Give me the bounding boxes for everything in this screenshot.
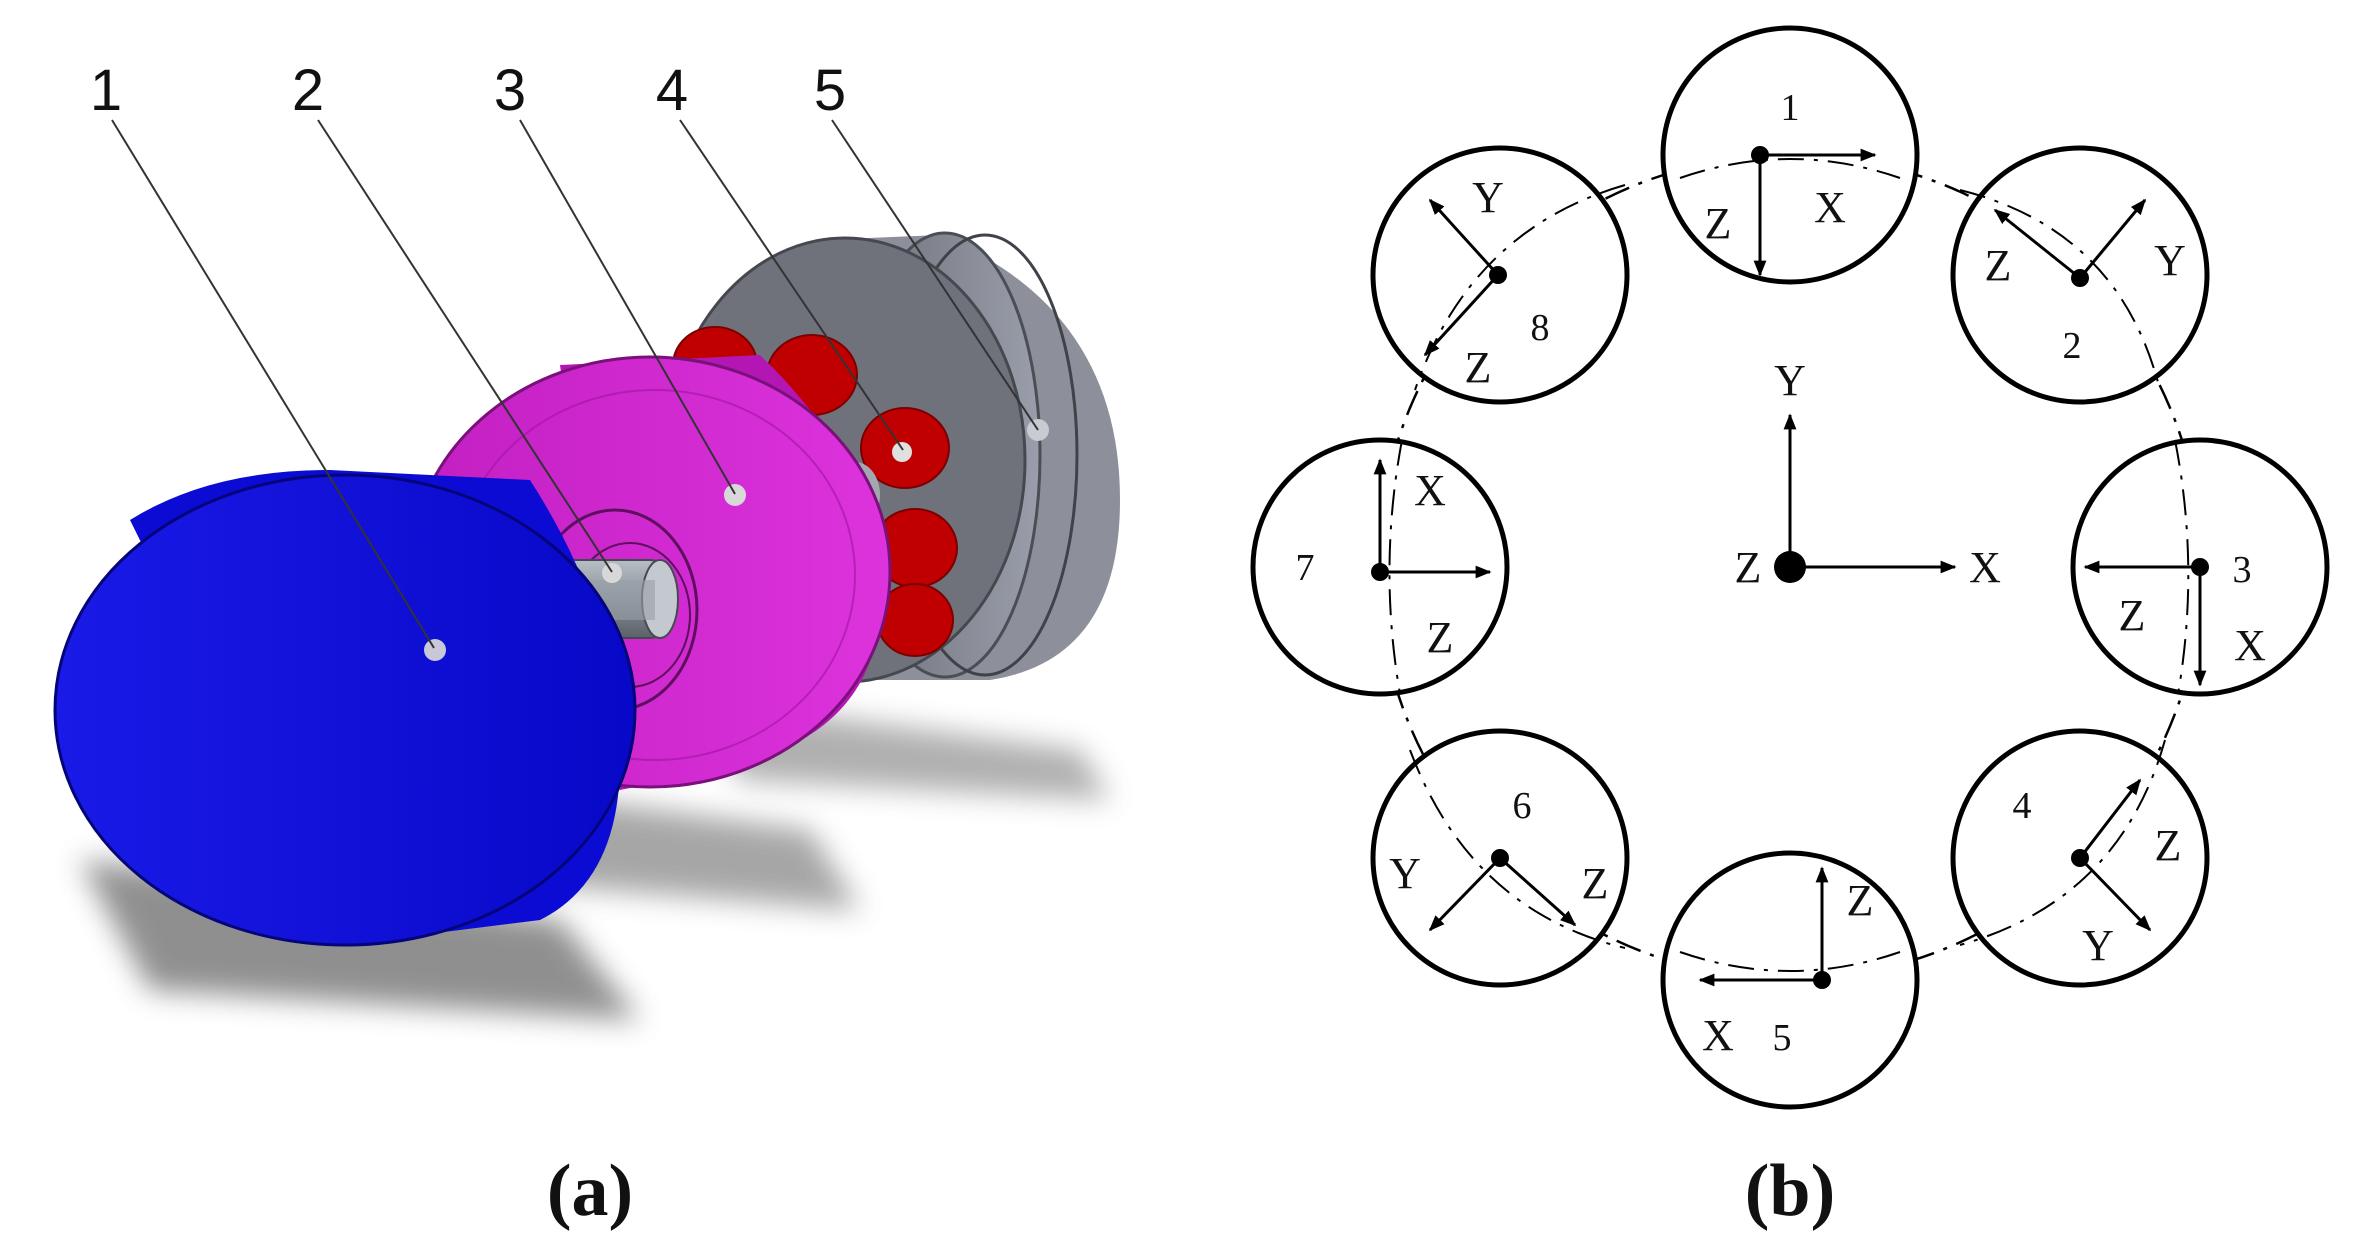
sensor-2: Z Y 2 bbox=[1950, 145, 2210, 405]
exploded-assembly-panel: 1 2 3 4 5 (a) bbox=[53, 58, 1120, 1232]
panel-label-a: (a) bbox=[547, 1150, 633, 1232]
center-y-label: Y bbox=[1774, 356, 1806, 405]
sensor-2-z-label: Z bbox=[1985, 241, 2012, 290]
sensor-1-id: 1 bbox=[1781, 87, 1800, 129]
sensor-6-y-label: Y bbox=[1389, 849, 1421, 898]
callout-leaders bbox=[111, 119, 1039, 649]
callout-3: 3 bbox=[494, 58, 526, 123]
sensor-5-x-label: X bbox=[1702, 1011, 1734, 1060]
callout-4: 4 bbox=[656, 58, 688, 123]
sensor-1: 1 X Z bbox=[1660, 25, 1920, 285]
sensor-8-z-arrow bbox=[1423, 273, 1500, 357]
sensor-4: 4 Z Y bbox=[1950, 728, 2210, 988]
sensor-3-z-label: Z bbox=[2119, 591, 2146, 640]
sensor-3-id: 3 bbox=[2233, 549, 2252, 591]
sensor-5: Z X 5 bbox=[1660, 850, 1920, 1110]
sensor-7-z-label: Z bbox=[1427, 613, 1454, 662]
sensor-2-y-arrow bbox=[2078, 198, 2147, 279]
sensor-4-id: 4 bbox=[2013, 785, 2032, 827]
sensor-3: 3 Z X bbox=[2070, 437, 2330, 697]
sensor-6: 6 Y Z bbox=[1370, 728, 1630, 988]
sensor-2-y-label: Y bbox=[2154, 236, 2186, 285]
sensor-8-y-arrow bbox=[1428, 198, 1500, 277]
callout-2: 2 bbox=[292, 58, 324, 123]
callout-5: 5 bbox=[814, 58, 846, 123]
sensor-7-x-label: X bbox=[1414, 466, 1446, 515]
sensor-layout-panel: Y X Z 1 X Z Z bbox=[1250, 25, 2330, 1232]
sensor-3-x-label: X bbox=[2234, 621, 2266, 670]
sensor-4-z-label: Z bbox=[2155, 821, 2182, 870]
panel-label-b: (b) bbox=[1745, 1150, 1835, 1232]
sensor-2-z-arrow bbox=[1993, 208, 2081, 280]
sensor-5-id: 5 bbox=[1773, 1017, 1792, 1059]
sensor-2-id: 2 bbox=[2063, 325, 2082, 367]
sensor-1-x-label: X bbox=[1814, 183, 1846, 232]
sensor-8: Y Z 8 bbox=[1370, 145, 1630, 405]
sensor-group: 1 X Z Z Y 2 3 bbox=[1250, 25, 2330, 1110]
sensor-8-id: 8 bbox=[1531, 307, 1550, 349]
sensor-6-y-arrow bbox=[1428, 856, 1502, 932]
sensor-5-z-label: Z bbox=[1847, 876, 1874, 925]
sensor-4-y-arrow bbox=[2078, 856, 2152, 932]
sensor-6-z-arrow bbox=[1499, 856, 1577, 927]
callout-1: 1 bbox=[90, 58, 122, 123]
sensor-1-z-label: Z bbox=[1705, 199, 1732, 248]
center-z-label: Z bbox=[1735, 543, 1762, 592]
sensor-8-y-label: Y bbox=[1472, 173, 1504, 222]
blue-disc bbox=[53, 470, 637, 947]
sensor-4-y-label: Y bbox=[2082, 921, 2114, 970]
sensor-7-id: 7 bbox=[1296, 547, 1315, 589]
center-x-label: X bbox=[1969, 543, 2001, 592]
sensor-8-z-label: Z bbox=[1465, 343, 1492, 392]
center-origin-dot bbox=[1774, 551, 1806, 583]
sensor-4-z-arrow bbox=[2078, 778, 2142, 859]
sensor-6-z-label: Z bbox=[1582, 859, 1609, 908]
sensor-6-id: 6 bbox=[1513, 785, 1532, 827]
center-reference-frame: Y X Z bbox=[1735, 356, 2001, 592]
sensor-7: 7 X Z bbox=[1250, 437, 1510, 697]
